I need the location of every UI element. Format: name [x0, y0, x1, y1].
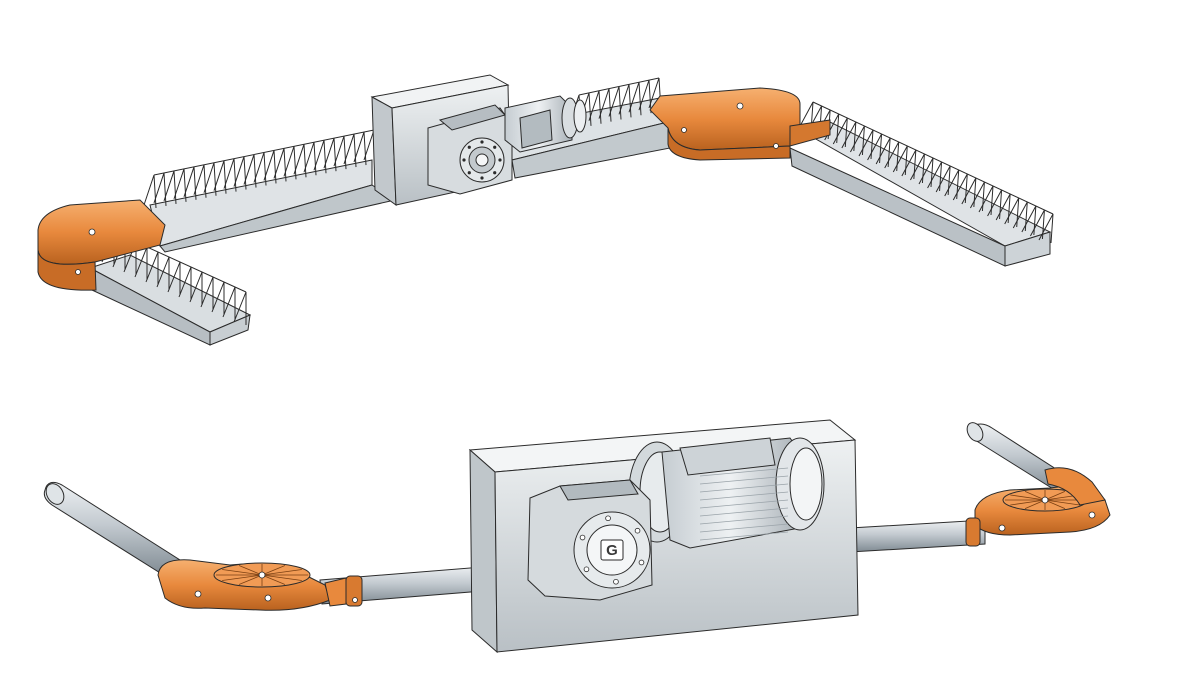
- bolt: [493, 171, 497, 175]
- paddle-rib-grids: [101, 77, 1054, 325]
- bolt: [480, 176, 484, 180]
- tube-right-horizontal: [849, 519, 986, 553]
- lid-spoke: [1010, 499, 1046, 506]
- g-logo-icon: G: [600, 539, 624, 561]
- turn-housing-right: [965, 467, 1111, 547]
- lid-spoke: [238, 565, 263, 576]
- lid-spoke: [1024, 490, 1046, 501]
- bolt: [493, 145, 497, 149]
- bolt: [467, 171, 471, 175]
- lid-spoke: [261, 574, 302, 581]
- bolt: [605, 515, 611, 522]
- bolt: [613, 578, 619, 585]
- bolt: [634, 527, 641, 534]
- lid-spoke: [1044, 490, 1066, 501]
- bolt: [638, 559, 645, 566]
- bolt: [579, 534, 586, 541]
- motor-fin: [699, 475, 789, 485]
- paddle-rib: [143, 174, 157, 209]
- bolt: [583, 566, 590, 573]
- motor-fin: [699, 467, 789, 477]
- lid-spoke: [222, 574, 263, 581]
- logo-letter: G: [606, 542, 618, 559]
- lid-hub: [258, 571, 266, 579]
- lid-spoke: [261, 574, 286, 585]
- rib-rail: [812, 101, 1054, 215]
- rib-rail: [153, 129, 375, 176]
- motor-fin: [699, 515, 789, 525]
- lid-spoke: [222, 569, 263, 576]
- motor-fin: [699, 491, 789, 501]
- top-conveyor-assembly: [37, 74, 1054, 346]
- rib-rail: [578, 77, 660, 96]
- trough-left-back: [149, 159, 397, 253]
- motor-fin: [699, 531, 789, 541]
- lid-spoke: [261, 569, 302, 576]
- electric-motor-icon: [628, 437, 825, 549]
- electric-motor-icon: [504, 95, 587, 153]
- lid-spoke: [1044, 499, 1066, 510]
- motor-fin: [699, 483, 789, 493]
- lid-spoke: [1044, 499, 1080, 506]
- motor-fin: [699, 507, 789, 517]
- tube-left-diagonal: [43, 481, 181, 577]
- lid-spoke: [238, 574, 263, 585]
- bolt: [498, 158, 502, 162]
- corner-housing-left: [37, 199, 166, 291]
- worm-gearbox-icon: [427, 104, 513, 195]
- bolt: [462, 158, 466, 162]
- lid-spoke: [1024, 499, 1046, 510]
- lid-hub: [1041, 496, 1049, 504]
- corner-housing-right: [649, 87, 831, 161]
- bolt: [467, 145, 471, 149]
- lid-spoke: [1010, 494, 1046, 501]
- turn-housing-left: [157, 559, 363, 611]
- motor-fin: [699, 499, 789, 509]
- bottom-conveyor-assembly: G: [43, 419, 1111, 654]
- lid-spoke: [261, 565, 286, 576]
- worm-gearbox-icon: [527, 479, 653, 601]
- motor-fin: [699, 523, 789, 533]
- bolt: [480, 140, 484, 144]
- trough-left-front: [88, 254, 252, 346]
